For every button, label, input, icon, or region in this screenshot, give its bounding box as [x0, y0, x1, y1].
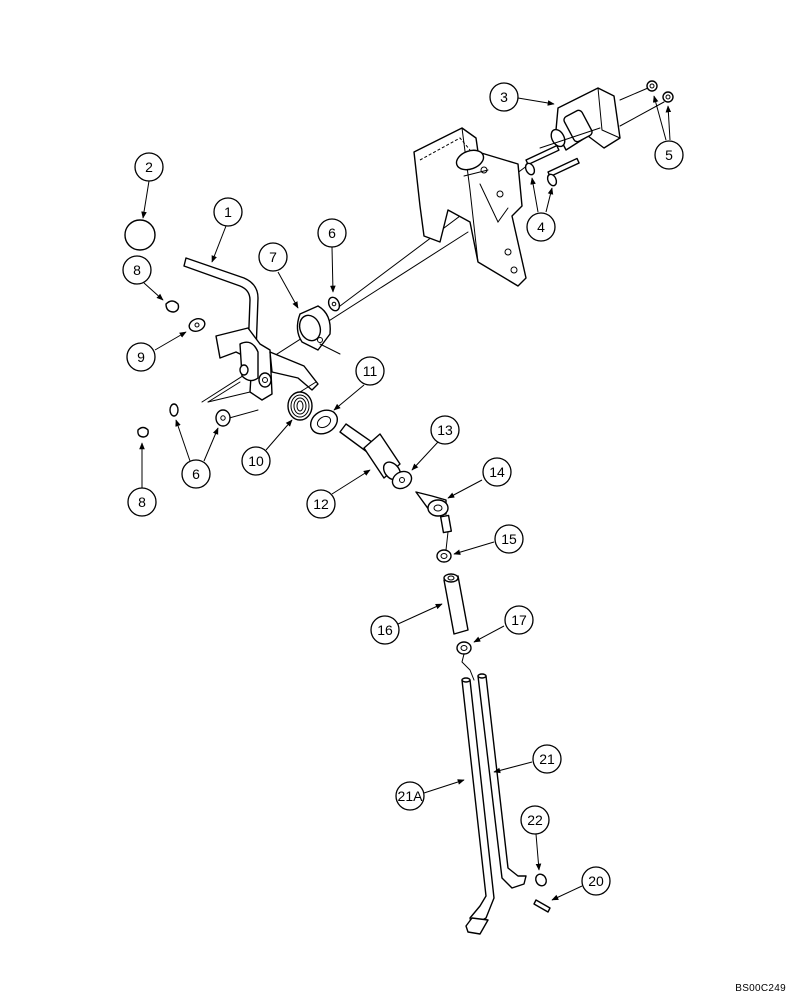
part-washer-6-upper — [327, 296, 341, 312]
callout-9: 9 — [126, 331, 187, 372]
callout-label: 16 — [377, 622, 393, 638]
callout-label: 15 — [501, 531, 517, 547]
callout-7: 7 — [258, 242, 299, 309]
callout-label: 5 — [665, 147, 673, 163]
part-large-washer — [309, 409, 339, 435]
part-support-plate — [413, 127, 527, 287]
part-nut-15 — [436, 531, 452, 563]
part-tube — [443, 573, 469, 635]
part-bushing — [339, 423, 402, 481]
drawing-reference-code: BS00C249 — [735, 983, 786, 994]
callout-label: 22 — [527, 812, 543, 828]
callout-label: 13 — [437, 422, 453, 438]
part-washer-9 — [188, 318, 206, 332]
callout-5: 5 — [652, 95, 684, 170]
callout-label: 6 — [328, 225, 336, 241]
part-clip-lower — [137, 426, 149, 438]
part-spring — [287, 381, 317, 421]
callout-15: 15 — [453, 524, 524, 555]
callout-label: 14 — [489, 464, 505, 480]
callout-6-lower: 6 — [175, 419, 219, 489]
callout-label: 3 — [500, 89, 508, 105]
callout-8-upper: 8 — [122, 255, 164, 301]
callout-13: 13 — [411, 415, 460, 471]
callout-label: 21 — [539, 751, 555, 767]
callout-label: 4 — [537, 219, 545, 235]
callout-21: 21 — [493, 744, 562, 774]
callout-label: 8 — [138, 494, 146, 510]
part-washer-6-lower — [169, 403, 231, 427]
callout-4: 4 — [526, 177, 556, 242]
part-knob — [124, 219, 156, 251]
part-bolts — [524, 144, 580, 187]
callout-12: 12 — [306, 469, 371, 519]
callout-11: 11 — [333, 356, 385, 411]
callout-label: 12 — [313, 496, 329, 512]
part-nut-17 — [456, 641, 475, 681]
callout-label: 7 — [269, 249, 277, 265]
callout-17: 17 — [473, 605, 534, 643]
callout-21A: 21A — [395, 779, 465, 811]
callout-16: 16 — [370, 603, 443, 645]
callout-14: 14 — [447, 457, 512, 499]
callout-22: 22 — [520, 805, 550, 871]
part-control-rods — [461, 673, 527, 935]
callout-1: 1 — [211, 197, 243, 263]
callout-label: 1 — [224, 204, 232, 220]
part-nuts — [646, 80, 674, 103]
callout-label: 6 — [192, 466, 200, 482]
callout-6-upper: 6 — [317, 218, 347, 293]
part-clip-upper — [165, 300, 180, 313]
part-mounting-bracket — [539, 87, 665, 151]
part-pivot-block — [296, 305, 341, 355]
part-washer-13 — [391, 470, 413, 490]
callout-2: 2 — [134, 152, 164, 219]
part-lever-housing — [207, 327, 319, 421]
callout-label: 2 — [145, 159, 153, 175]
callout-label: 21A — [398, 788, 424, 804]
callout-label: 20 — [588, 873, 604, 889]
callout-20: 20 — [551, 866, 611, 901]
callout-label: 11 — [363, 363, 378, 379]
part-cotter-pin — [533, 899, 551, 913]
callout-label: 10 — [248, 453, 264, 469]
callout-label: 17 — [511, 612, 527, 628]
callout-label: 8 — [133, 262, 141, 278]
callout-label: 9 — [137, 349, 145, 365]
callout-10: 10 — [241, 419, 293, 476]
callout-8-lower: 8 — [127, 442, 157, 517]
part-rod-end — [415, 491, 453, 534]
callout-3: 3 — [489, 82, 555, 112]
part-clip-22 — [535, 873, 547, 887]
